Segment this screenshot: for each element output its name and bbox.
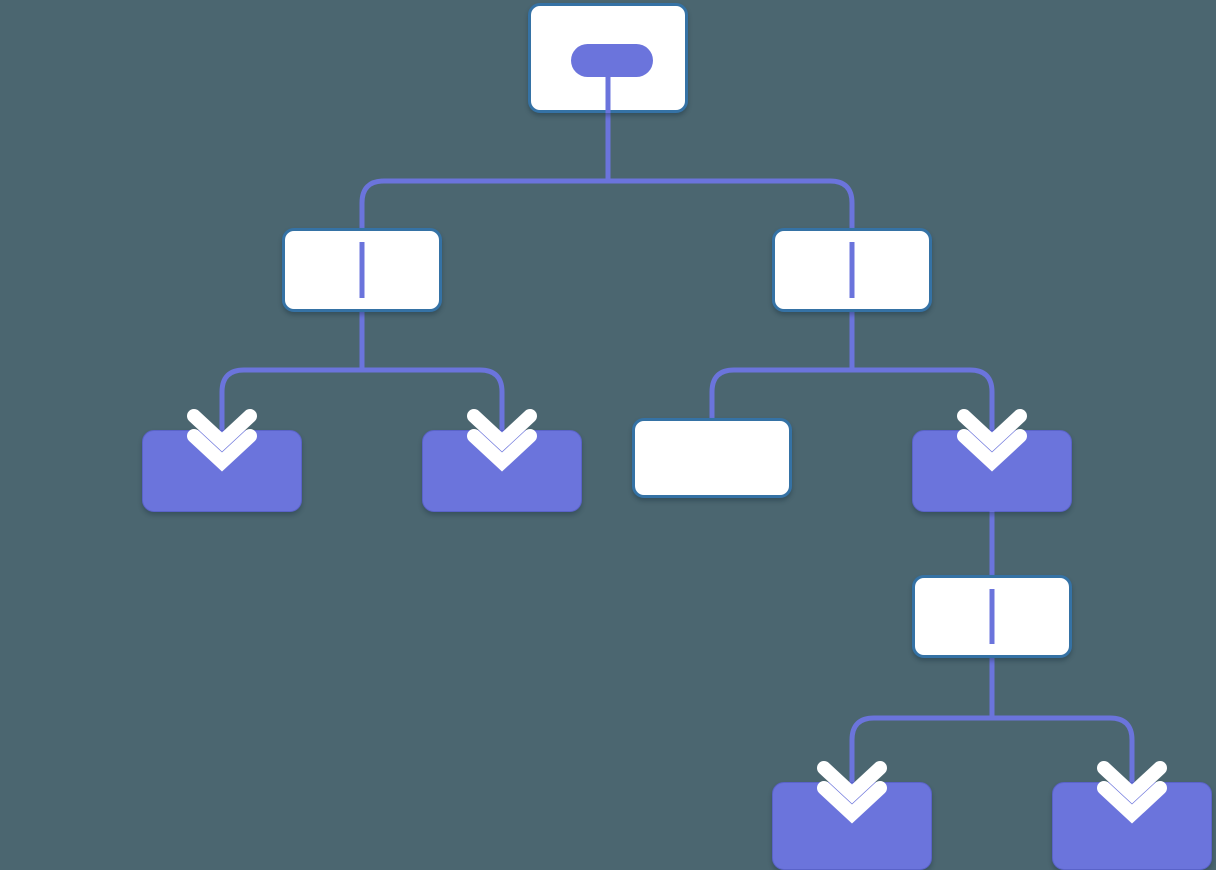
diagram-node-n8[interactable]: [772, 782, 932, 870]
diagram-node-n4[interactable]: [422, 430, 582, 512]
diagram-node-n2[interactable]: [772, 228, 932, 312]
diagram-node-n1[interactable]: [282, 228, 442, 312]
diagram-node-n3[interactable]: [142, 430, 302, 512]
diagram-node-n0[interactable]: [528, 3, 688, 113]
node-pill-badge: [571, 44, 653, 77]
diagram-node-n6[interactable]: [912, 430, 1072, 512]
diagram-node-n7[interactable]: [912, 575, 1072, 658]
diagram-node-n5[interactable]: [632, 418, 792, 498]
diagram-node-n9[interactable]: [1052, 782, 1212, 870]
